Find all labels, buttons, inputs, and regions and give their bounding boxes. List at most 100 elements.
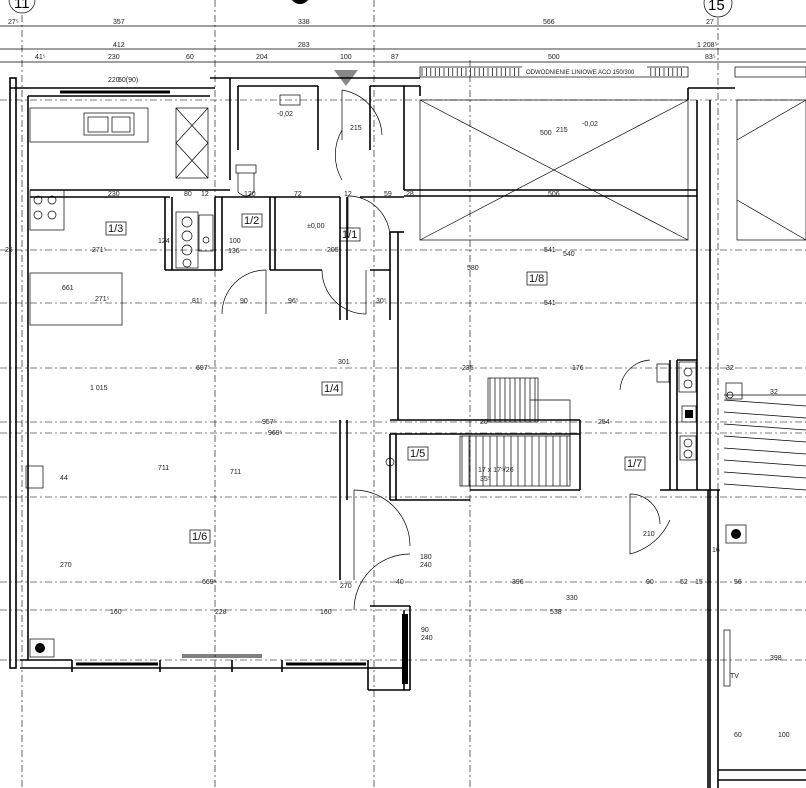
- svg-text:240: 240: [420, 562, 432, 569]
- room-1-6: 1/6: [192, 531, 207, 543]
- svg-text:1 015: 1 015: [90, 385, 108, 392]
- toilet-icon: [235, 94, 301, 197]
- svg-text:20: 20: [480, 419, 488, 426]
- kitchen-fixtures: [25, 107, 214, 658]
- dim-top3-d: 204: [256, 54, 268, 61]
- room-1-7: 1/7: [627, 458, 642, 470]
- svg-text:540: 540: [563, 251, 575, 258]
- hatch-line: [723, 471, 806, 479]
- level-markers: -0,02 ±0,00 -0,02: [277, 111, 598, 230]
- svg-text:330: 330: [566, 595, 578, 602]
- svg-text:72: 72: [294, 191, 302, 198]
- room-1-1: 1/1: [342, 229, 357, 241]
- svg-text:15: 15: [695, 579, 703, 586]
- dim-top1-b: 357: [113, 19, 125, 26]
- level-3: -0,02: [582, 121, 598, 128]
- svg-text:228: 228: [215, 609, 227, 616]
- svg-text:81⁵: 81⁵: [192, 298, 203, 305]
- svg-text:12: 12: [344, 191, 352, 198]
- svg-text:80: 80: [184, 191, 192, 198]
- dim-top1-d: 566: [543, 19, 555, 26]
- fridge-icon: [175, 107, 209, 179]
- room-1-3: 1/3: [108, 223, 123, 235]
- svg-text:12: 12: [201, 191, 209, 198]
- svg-text:180: 180: [420, 554, 432, 561]
- appliance-column: [175, 211, 199, 269]
- svg-text:969⁵: 969⁵: [268, 430, 283, 437]
- svg-text:90: 90: [421, 627, 429, 634]
- svg-text:270: 270: [340, 583, 352, 590]
- hatch-line: [723, 435, 806, 443]
- room-1-2: 1/2: [244, 215, 259, 227]
- svg-text:96⁵: 96⁵: [288, 298, 299, 305]
- svg-text:506: 506: [548, 191, 560, 198]
- svg-text:661: 661: [62, 285, 74, 292]
- hatch-line: [723, 483, 806, 491]
- svg-text:160: 160: [320, 609, 332, 616]
- room-1-5: 1/5: [410, 448, 425, 460]
- svg-text:TV: TV: [730, 673, 739, 680]
- svg-text:28: 28: [406, 191, 414, 198]
- svg-text:270: 270: [60, 562, 72, 569]
- hatch-line: [723, 423, 806, 431]
- hatch-line: [723, 459, 806, 467]
- sink-icon: [83, 112, 135, 136]
- kitchen-island: [29, 272, 123, 326]
- svg-text:271⁵: 271⁵: [92, 247, 107, 254]
- svg-text:35⁵: 35⁵: [480, 476, 491, 483]
- svg-text:711: 711: [158, 465, 169, 472]
- dim-top3-f: 87: [391, 54, 399, 61]
- room-1-8: 1/8: [529, 273, 544, 285]
- svg-text:215: 215: [556, 127, 568, 134]
- svg-text:215: 215: [350, 125, 362, 132]
- dim-top3-c: 60: [186, 54, 194, 61]
- svg-text:160: 160: [110, 609, 122, 616]
- axis-left: 11: [14, 0, 30, 12]
- svg-text:669⁵: 669⁵: [202, 579, 217, 586]
- svg-text:136: 136: [228, 248, 240, 255]
- doors: [221, 89, 671, 611]
- svg-text:541: 541: [544, 300, 556, 307]
- dim-top2-b: 283: [298, 42, 310, 49]
- axis-right: 15: [708, 0, 725, 14]
- dim-top2-c: 1 208⁵: [697, 42, 718, 49]
- svg-text:124: 124: [158, 238, 170, 245]
- hatch-line: [723, 399, 806, 407]
- svg-text:240: 240: [421, 635, 433, 642]
- dim-top3-g: 500: [548, 54, 560, 61]
- svg-text:580: 580: [467, 265, 479, 272]
- windows: [60, 90, 731, 687]
- level-1: -0,02: [277, 111, 293, 118]
- svg-text:235: 235: [462, 365, 474, 372]
- svg-text:398: 398: [770, 655, 782, 662]
- kitchen-counter: [29, 107, 149, 143]
- svg-text:538: 538: [550, 609, 562, 616]
- dim-top2-a: 412: [113, 42, 125, 49]
- svg-text:56: 56: [734, 579, 742, 586]
- svg-text:176: 176: [572, 365, 584, 372]
- svg-text:210: 210: [643, 531, 655, 538]
- svg-text:30⁵: 30⁵: [376, 298, 387, 305]
- garage-diagonals: [419, 99, 806, 241]
- dim-top3-b: 230: [108, 54, 120, 61]
- svg-text:100: 100: [229, 238, 241, 245]
- svg-text:697⁵: 697⁵: [196, 365, 211, 372]
- boiler-icon: [29, 638, 55, 658]
- hatch-line: [723, 447, 806, 455]
- svg-text:17 x 17⁵/26: 17 x 17⁵/26: [478, 467, 514, 474]
- svg-text:90: 90: [646, 579, 654, 586]
- dim-top3-a: 41⁵: [35, 54, 46, 61]
- drain-label: ODWODNIENIE LINIOWE ACO 150/300: [526, 70, 635, 76]
- svg-text:60: 60: [734, 732, 742, 739]
- svg-text:25: 25: [5, 247, 13, 254]
- room-1-4: 1/4: [324, 383, 339, 395]
- room-labels: 1/3 1/2 1/1 1/8 1/4 1/5 1/7 1/6: [105, 213, 646, 544]
- svg-text:59: 59: [384, 191, 392, 198]
- svg-text:100: 100: [778, 732, 790, 739]
- dim-top1-e: 27: [706, 19, 714, 26]
- svg-text:40: 40: [396, 579, 404, 586]
- svg-text:32: 32: [726, 365, 734, 372]
- cooktop-icon: [29, 189, 65, 231]
- svg-text:120: 120: [244, 191, 256, 198]
- svg-text:301: 301: [338, 359, 350, 366]
